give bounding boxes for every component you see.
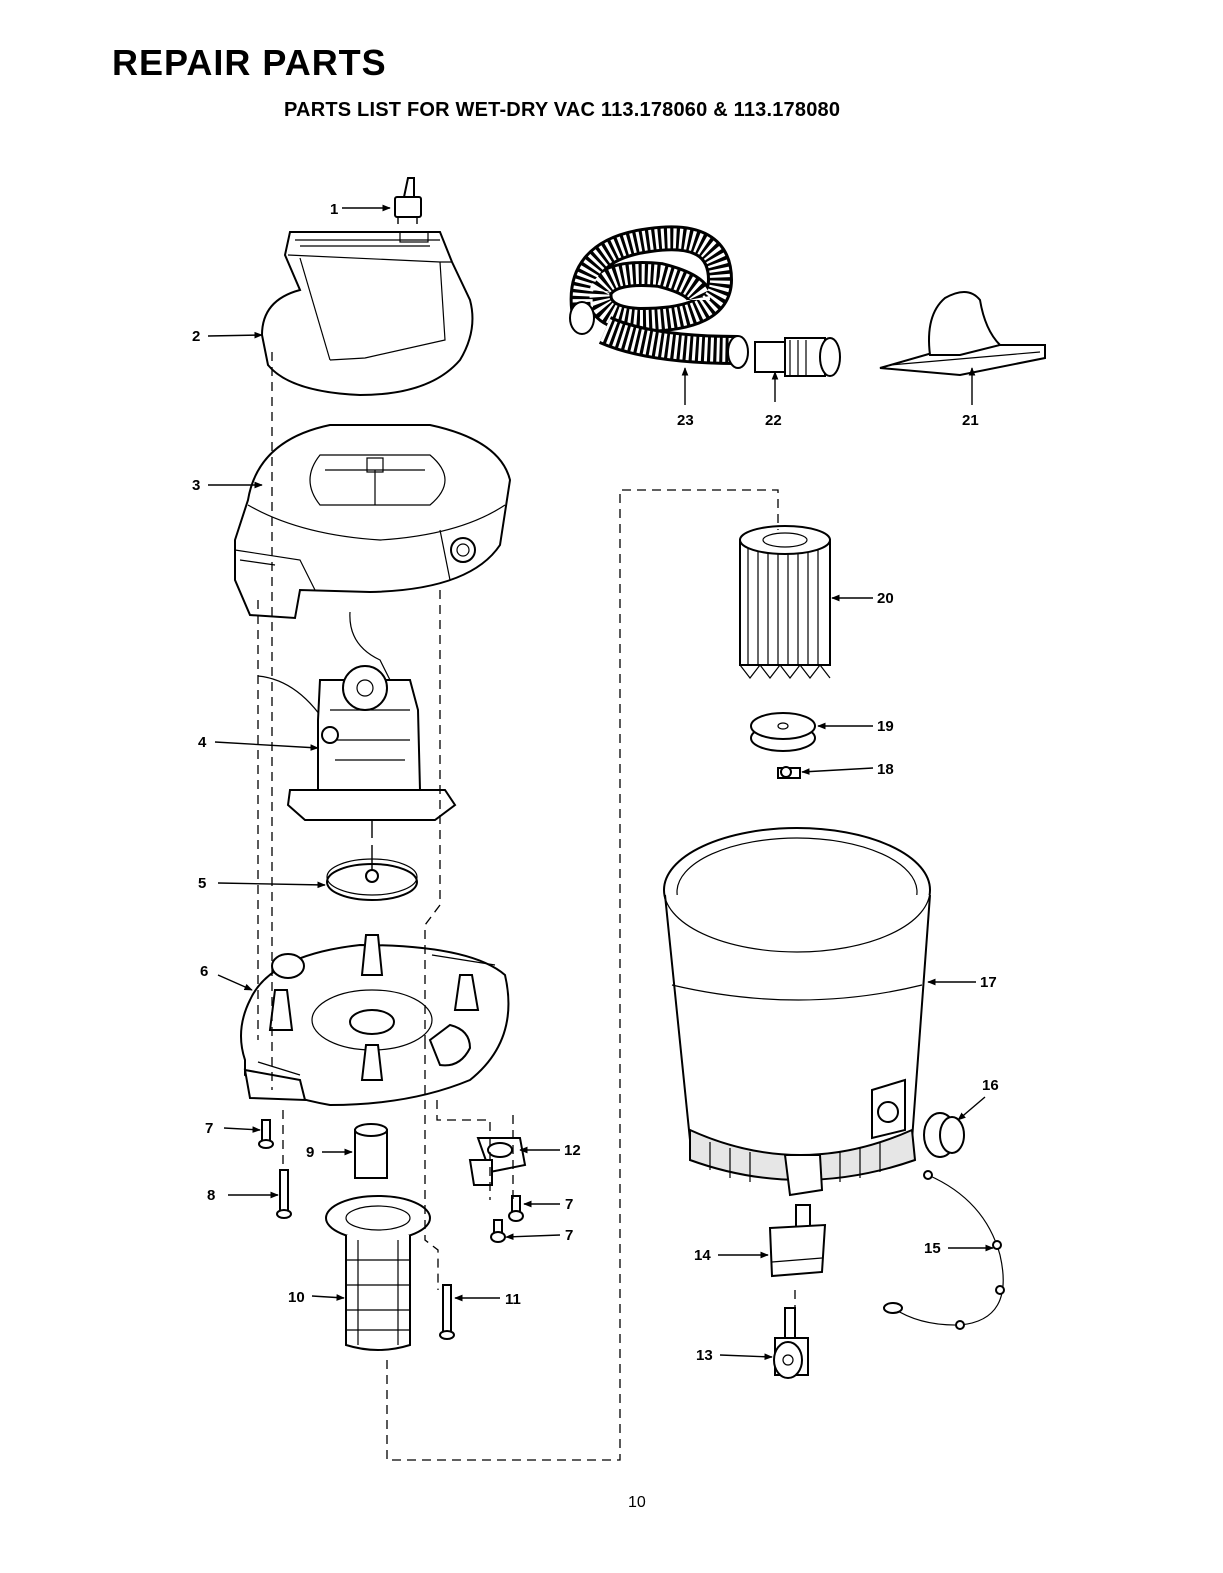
part-8-screw — [277, 1170, 291, 1218]
callout-2: 2 — [192, 328, 200, 345]
part-21-floor-nozzle — [880, 292, 1045, 375]
callout-5: 5 — [198, 875, 206, 892]
part-10-filter-cage — [326, 1196, 430, 1350]
callout-14: 14 — [694, 1247, 711, 1264]
part-7-screw-right-upper — [509, 1196, 523, 1221]
part-6-motor-plate — [241, 935, 508, 1105]
callout-21: 21 — [962, 412, 979, 429]
callout-4: 4 — [198, 734, 207, 751]
part-15-cap-chain — [884, 1171, 1004, 1329]
part-19-filter-cap — [751, 713, 815, 751]
callout-7-left: 7 — [205, 1120, 213, 1137]
callout-10: 10 — [288, 1289, 305, 1306]
part-4-motor — [258, 612, 455, 838]
part-18-clip — [778, 767, 800, 778]
callout-3: 3 — [192, 477, 200, 494]
callout-9: 9 — [306, 1144, 314, 1161]
part-23-hose — [570, 238, 748, 368]
callout-15: 15 — [924, 1240, 941, 1257]
callout-20: 20 — [877, 590, 894, 607]
part-1-switch — [395, 178, 421, 224]
callout-8: 8 — [207, 1187, 215, 1204]
callout-7-right-lower: 7 — [565, 1227, 573, 1244]
part-14-caster-socket — [770, 1205, 825, 1276]
part-7-screw-right-lower — [491, 1220, 505, 1242]
callout-23: 23 — [677, 412, 694, 429]
callout-13: 13 — [696, 1347, 713, 1364]
part-5-impeller — [327, 845, 417, 900]
part-3-lid — [235, 425, 510, 618]
part-17-tank — [664, 828, 930, 1195]
callout-17: 17 — [980, 974, 997, 991]
part-12-elbow — [470, 1138, 525, 1185]
callout-12: 12 — [564, 1142, 581, 1159]
callout-7-right-upper: 7 — [565, 1196, 573, 1213]
callout-16: 16 — [982, 1077, 999, 1094]
callout-11: 11 — [505, 1291, 521, 1308]
callout-6: 6 — [200, 963, 208, 980]
callout-22: 22 — [765, 412, 782, 429]
callout-18: 18 — [877, 761, 894, 778]
part-9-bushing — [355, 1124, 387, 1178]
callout-1: 1 — [330, 201, 338, 218]
callout-19: 19 — [877, 718, 894, 735]
part-2-motor-cover — [262, 232, 472, 395]
part-11-screw — [440, 1285, 454, 1339]
part-22-hose-connector — [755, 338, 840, 376]
page-number: 10 — [628, 1494, 646, 1512]
part-7-screw-left — [259, 1120, 273, 1148]
part-13-caster — [774, 1308, 808, 1378]
part-20-cartridge-filter — [740, 526, 830, 678]
